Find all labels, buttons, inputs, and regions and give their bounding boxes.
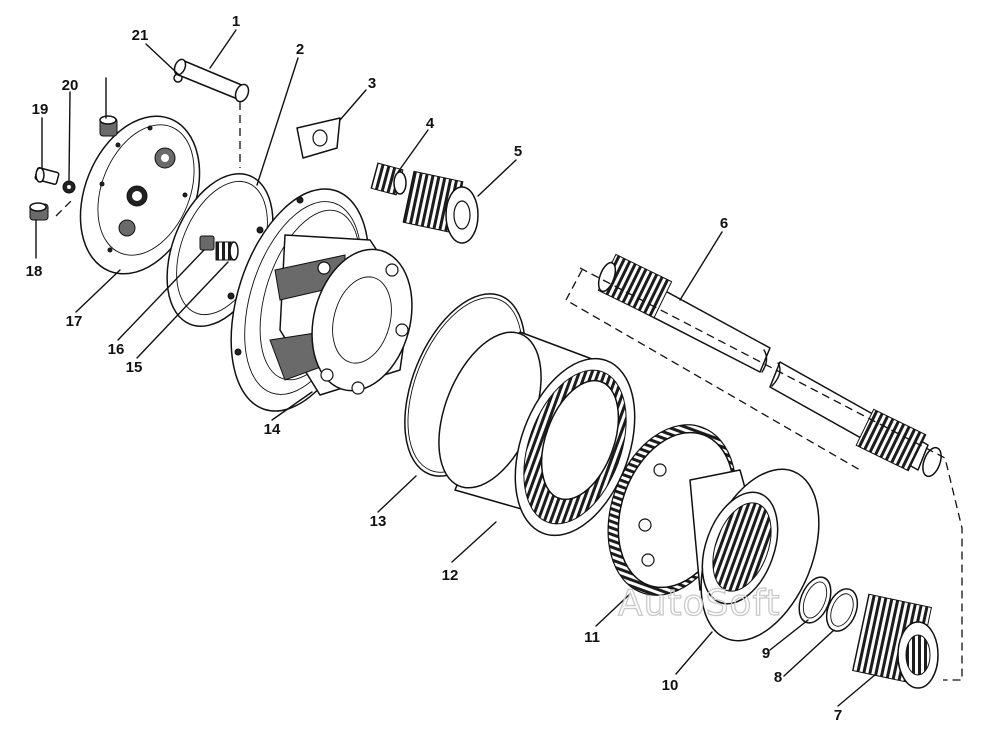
callout-20: 20	[62, 77, 79, 94]
callout-16: 16	[108, 341, 125, 358]
callout-2: 2	[296, 41, 304, 58]
part-14-carrier	[227, 188, 413, 412]
callout-labels: 1 2 3 4 5 6 7 8 9 10 11 12 13 14 15 16 1…	[26, 13, 843, 724]
part-4-small-gear	[370, 162, 407, 196]
callout-9: 9	[762, 645, 770, 662]
part-12-ring-gear	[438, 331, 636, 537]
callout-3: 3	[368, 75, 376, 92]
part-16-bearing	[199, 235, 215, 251]
callout-5: 5	[514, 143, 522, 160]
part-15-roller	[215, 241, 239, 261]
callout-4: 4	[426, 115, 435, 132]
callout-1: 1	[232, 13, 240, 30]
callout-19: 19	[32, 101, 49, 118]
callout-18: 18	[26, 263, 43, 280]
part-20-washer	[62, 180, 76, 194]
part-18-plug	[29, 202, 49, 221]
callout-14: 14	[264, 421, 281, 438]
callout-8: 8	[774, 669, 782, 686]
plug-top	[99, 115, 118, 137]
part-6-axle-shaft	[597, 253, 942, 478]
part-17-cover	[79, 115, 201, 275]
watermark: AutoSoft	[618, 583, 781, 624]
callout-12: 12	[442, 567, 459, 584]
callout-21: 21	[132, 27, 149, 44]
part-10-hub	[689, 468, 820, 642]
callout-13: 13	[370, 513, 387, 530]
part-7-sun-gear	[851, 593, 939, 689]
callout-17: 17	[66, 313, 83, 330]
part-1-pin	[173, 58, 250, 168]
part-19-bolt	[34, 167, 60, 185]
part-3-plate	[296, 117, 341, 159]
callout-10: 10	[662, 677, 679, 694]
callout-15: 15	[126, 359, 143, 376]
callout-11: 11	[584, 629, 600, 646]
part-5-gear	[402, 170, 479, 244]
leader-lines	[35, 29, 877, 707]
callout-6: 6	[720, 215, 728, 232]
callout-7: 7	[834, 707, 842, 724]
